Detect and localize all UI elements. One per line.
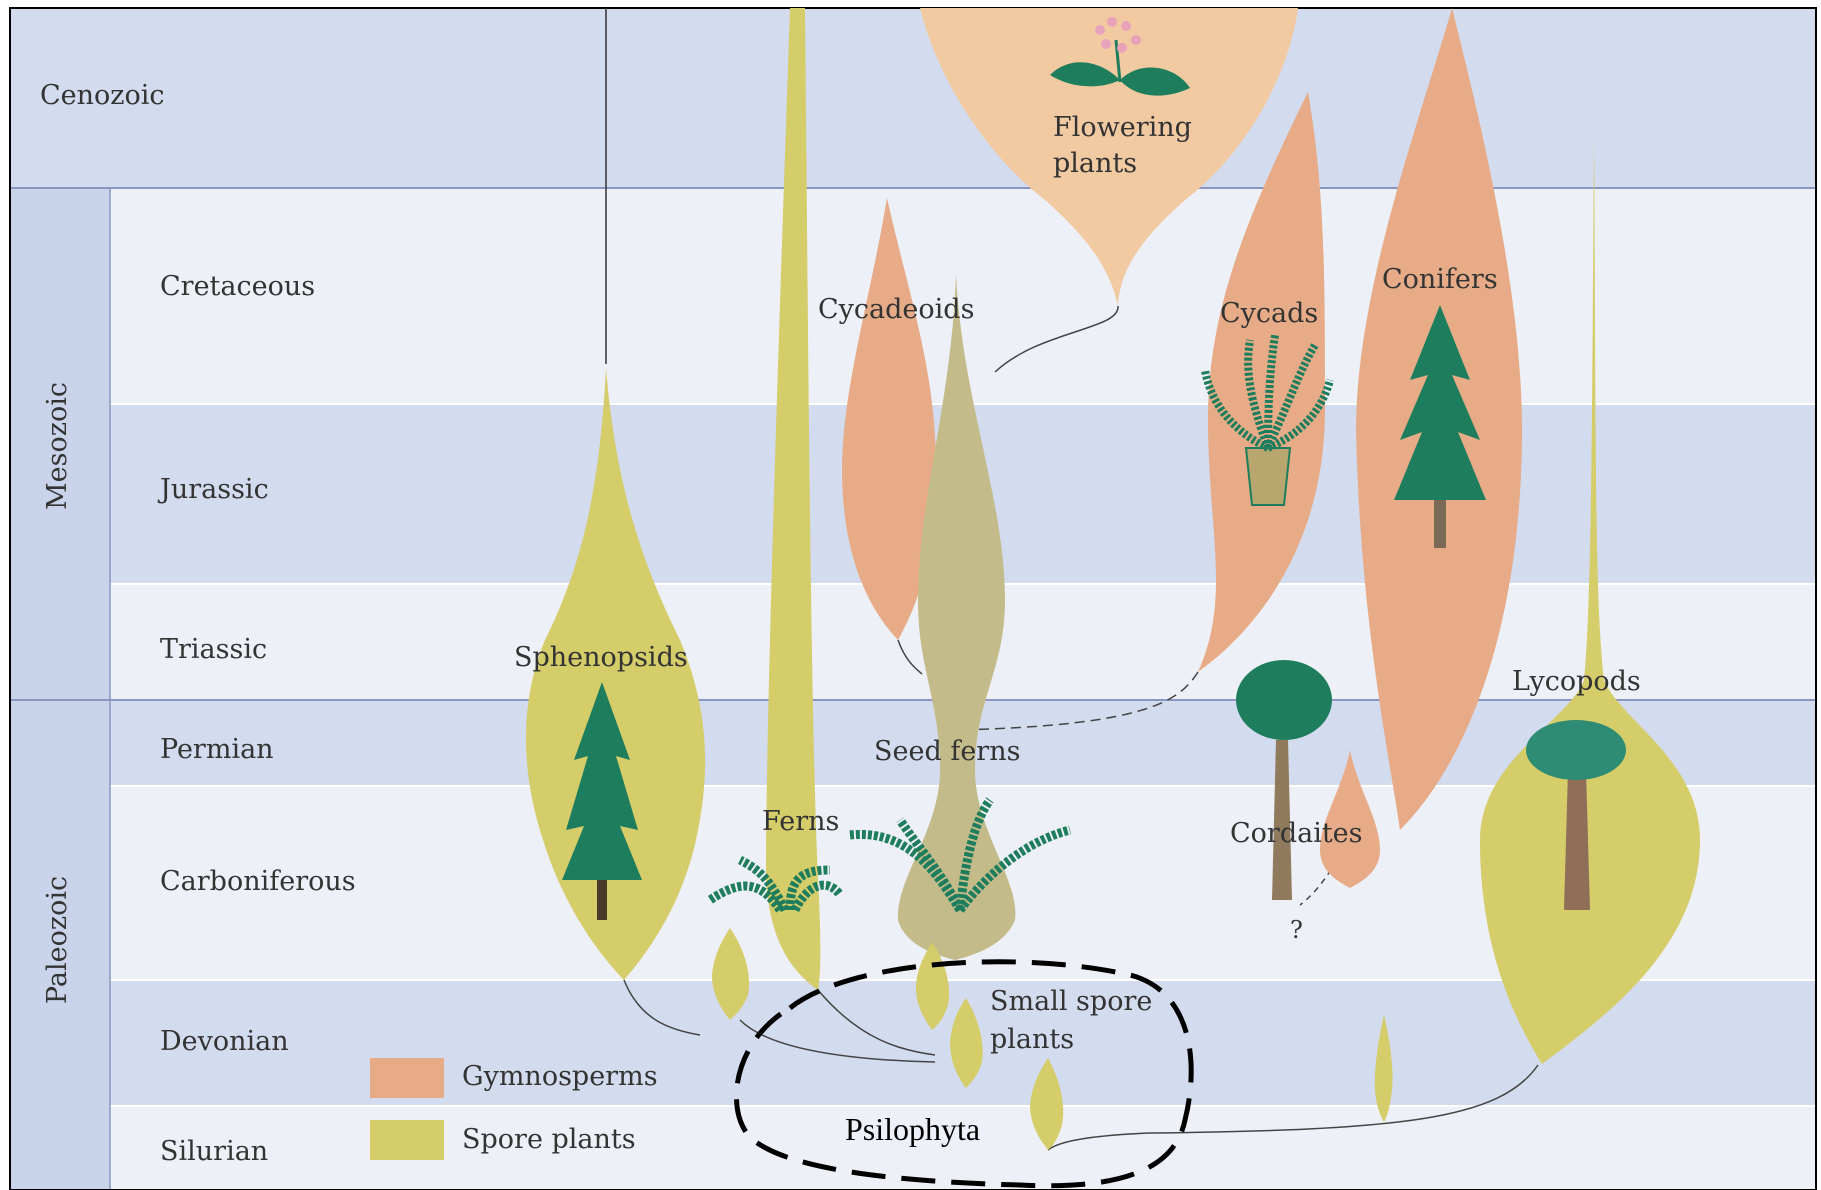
label-conifers: Conifers	[1382, 264, 1498, 295]
label-flowering: Flowering	[1053, 112, 1192, 143]
label-sphenopsids: Sphenopsids	[514, 642, 688, 673]
period-label-permian: Permian	[160, 734, 274, 765]
label-psilophyta: Psilophyta	[845, 1111, 980, 1147]
label-small-spore-2: plants	[990, 1024, 1074, 1055]
legend-label-spore-plants: Spore plants	[462, 1124, 636, 1155]
label-small-spore: Small spore	[990, 986, 1152, 1017]
period-label-devonian: Devonian	[160, 1026, 289, 1057]
era-label-cenozoic: Cenozoic	[40, 80, 165, 111]
label-cycads: Cycads	[1220, 298, 1318, 329]
period-label-triassic: Triassic	[160, 634, 267, 665]
label-question: ?	[1290, 916, 1303, 944]
legend-swatch-gymnosperms	[370, 1058, 444, 1098]
period-label-carboniferous: Carboniferous	[160, 866, 356, 897]
era-label-mesozoic: Mesozoic	[42, 382, 73, 510]
legend-label-gymnosperms: Gymnosperms	[462, 1061, 658, 1092]
label-lycopods: Lycopods	[1512, 666, 1641, 697]
period-label-jurassic: Jurassic	[157, 474, 269, 505]
label-ferns: Ferns	[762, 806, 839, 837]
era-column	[10, 188, 110, 1190]
period-label-silurian: Silurian	[160, 1136, 268, 1167]
band-cenozoic	[10, 8, 1816, 188]
label-cycadeoids: Cycadeoids	[818, 294, 974, 325]
era-label-paleozoic: Paleozoic	[42, 876, 73, 1004]
legend-swatch-spore-plants	[370, 1120, 444, 1160]
label-seed-ferns: Seed ferns	[874, 736, 1020, 767]
label-flowering-2: plants	[1053, 148, 1137, 179]
period-label-cretaceous: Cretaceous	[160, 271, 315, 302]
label-cordaites: Cordaites	[1230, 818, 1363, 849]
